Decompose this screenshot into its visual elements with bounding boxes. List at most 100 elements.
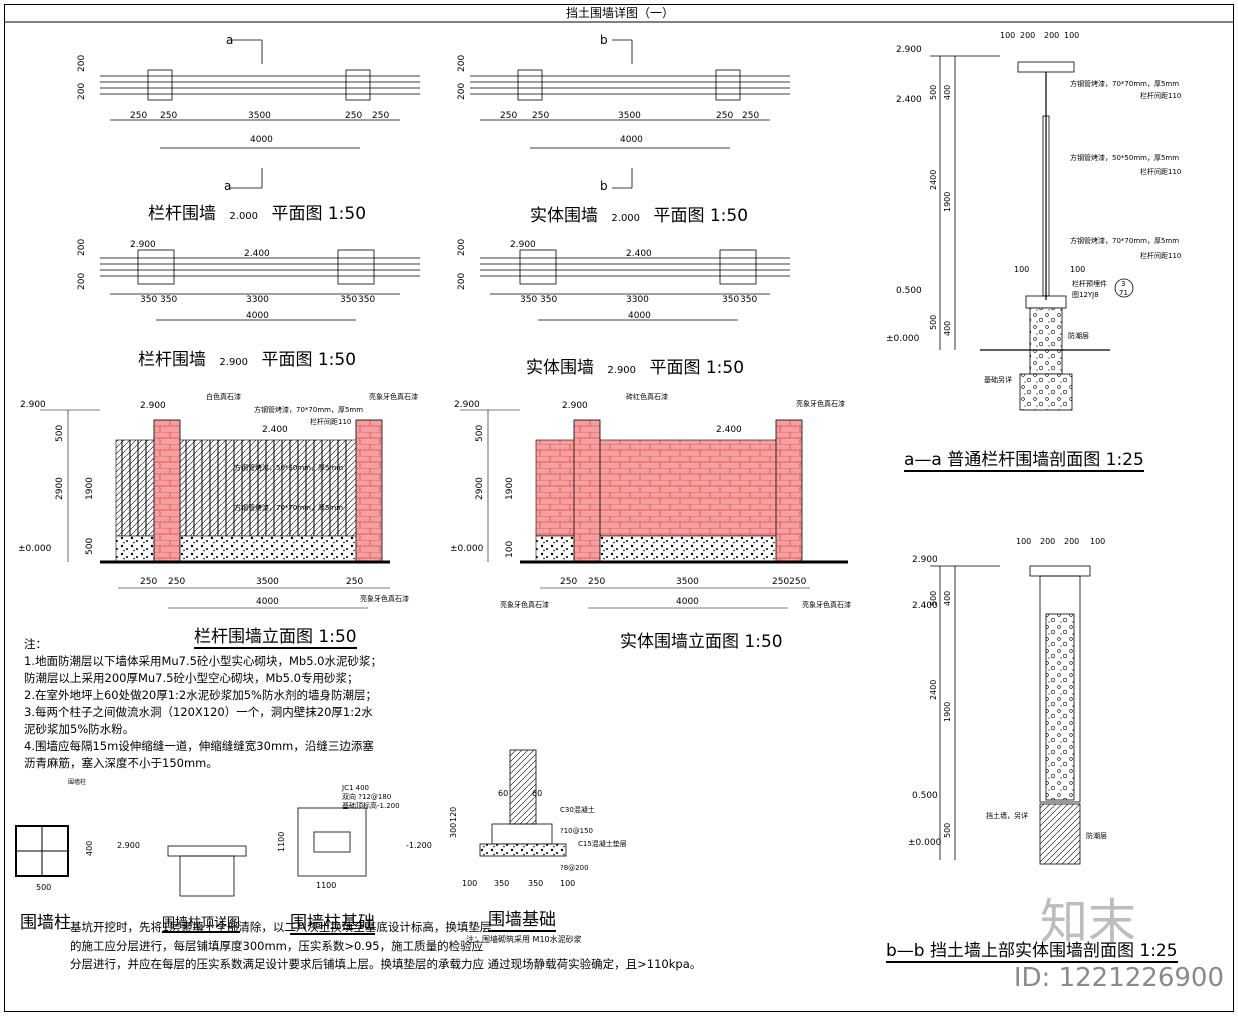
note-line: 2.在室外地坪上60处做20厚1:2水泥砂浆加5%防水剂的墙身防潮层； (24, 688, 377, 702)
dim-350: 350 (160, 295, 177, 305)
label-white-stone: 白色真石漆 (206, 392, 241, 401)
title-plan-c: 栏杆围墙 2.900 平面图 1:50 (138, 345, 356, 370)
label-col-spec: 围墙柱 (68, 778, 86, 786)
dim-400: 400 (943, 321, 952, 336)
label-rebar-8-200: ?8@200 (560, 864, 589, 872)
dim-250: 250 (140, 577, 157, 587)
dim-3500: 3500 (676, 577, 699, 587)
elevation-solid (460, 409, 848, 609)
label-rebar-10-150: ?10@150 (560, 827, 593, 835)
label-ivory-stone: 亮象牙色真石漆 (500, 600, 549, 609)
title-detail-cap: 围墙柱顶详图 (162, 912, 241, 933)
dim-4000: 4000 (256, 597, 279, 607)
section-bb (930, 565, 1091, 865)
label-ivory-stone: 亮象牙色真石漆 (796, 399, 845, 408)
section-mark-b-bot: b (600, 179, 608, 193)
note-line: 注： (24, 637, 47, 651)
title-plan-a-name: 平面图 1:50 (271, 204, 367, 224)
dim-1900: 1900 (85, 477, 95, 500)
dim-4000: 4000 (676, 597, 699, 607)
detail-ref-bot: 71 (1119, 289, 1128, 297)
dim-200: 200 (77, 83, 87, 100)
level-2400: 2.400 (626, 249, 652, 259)
dim-250: 250 (346, 577, 363, 587)
dim-250: 250 (588, 577, 605, 587)
sheet-title: 挡土围墙详图（一） (566, 5, 674, 20)
dim-500: 500 (943, 823, 952, 838)
title-section-bb: b—b 挡土墙上部实体围墙剖面图 1:25 (886, 936, 1178, 963)
title-plan-c-name: 平面图 1:50 (261, 350, 357, 370)
level-2900: 2.900 (20, 400, 46, 410)
dim-2400: 2400 (929, 680, 938, 700)
dim-250: 250 (160, 111, 177, 121)
dim-1100: 1100 (316, 881, 336, 890)
label-rail-spacing: 栏杆间距110 (1140, 167, 1181, 176)
dim-350: 350 (340, 295, 357, 305)
dim-100: 100 (1016, 537, 1031, 546)
title-detail-col: 围墙柱 (20, 908, 71, 933)
title-plan-b-label: 实体围墙 (530, 206, 598, 226)
level-0500: 0.500 (896, 286, 922, 296)
level-2400: 2.400 (912, 601, 938, 611)
dim-250: 250 (532, 111, 549, 121)
dim-1900: 1900 (505, 477, 515, 500)
detail-ref-top: 3 (1121, 280, 1125, 288)
title-plan-b-name: 平面图 1:50 (653, 206, 749, 226)
dim-1900: 1900 (943, 702, 952, 722)
dim-100: 100 (560, 879, 575, 888)
dim-350: 350 (358, 295, 375, 305)
dim-3300: 3300 (626, 295, 649, 305)
dim-350: 350 (520, 295, 537, 305)
dim-200: 200 (77, 55, 87, 72)
level-2900: 2.900 (117, 841, 140, 850)
dim-500: 500 (85, 538, 95, 555)
dim-350: 350 (528, 879, 543, 888)
detail-fdn (479, 749, 567, 857)
dim-2900: 2900 (475, 477, 485, 500)
label-embed: 栏杆预埋件 (1072, 279, 1107, 288)
title-elevation-a: 栏杆围墙立面图 1:50 (194, 622, 357, 649)
note-line: 3.每两个柱子之间做流水洞（120X120）一个，洞内壁抹20厚1:2水 (24, 705, 373, 719)
dim-2400: 2400 (929, 170, 938, 190)
dim-500: 500 (55, 425, 65, 442)
dim-200: 200 (457, 239, 467, 256)
label-jc1-rebar: 双向 ?12@180 (342, 792, 391, 801)
label-rail-7070: 方钢管烤漆，70*70mm，厚5mm (234, 503, 343, 512)
label-c30: C30混凝土 (560, 805, 595, 814)
level-m1200: -1.200 (406, 841, 432, 850)
title-plan-d-name: 平面图 1:50 (649, 358, 745, 378)
level-2400: 2.400 (244, 249, 270, 259)
dim-200: 200 (457, 273, 467, 290)
detail-colfdn (297, 807, 367, 877)
detail-ref-circle (1114, 278, 1134, 298)
dim-3300: 3300 (246, 295, 269, 305)
title-detail-fdn-text: 围墙基础 (488, 905, 556, 932)
label-rail-7070: 方钢管烤漆，70*70mm，厚5mm (254, 405, 363, 414)
title-elevation-b: 实体围墙立面图 1:50 (620, 627, 783, 652)
title-section-bb-text: b—b 挡土墙上部实体围墙剖面图 1:25 (886, 936, 1178, 963)
label-jc1: JC1 400 (341, 784, 369, 792)
dim-250: 250 (560, 577, 577, 587)
detail-column (15, 825, 69, 877)
label-rail-5050: 方钢管烤漆，50*50mm，厚5mm (234, 463, 343, 472)
dim-100: 100 (1000, 31, 1015, 40)
title-detail-colfdn-text: 围墙柱基础 (290, 908, 375, 935)
dim-500: 500 (929, 85, 938, 100)
level-0500: 0.500 (912, 791, 938, 801)
label-retain-other: 挡土墙，另详 (986, 811, 1028, 820)
title-detail-cap-text: 围墙柱顶详图 (162, 912, 241, 933)
dim-1100: 1100 (277, 832, 286, 852)
title-elevation-a-text: 栏杆围墙立面图 1:50 (194, 622, 357, 649)
dim-100: 100 (1090, 537, 1105, 546)
dim-250: 250 (130, 111, 147, 121)
label-rail-7070: 方钢管烤漆，70*70mm，厚5mm (1070, 236, 1179, 245)
title-plan-c-label: 栏杆围墙 (138, 350, 206, 370)
label-dpc: 防潮层 (1068, 331, 1089, 340)
dim-100: 100 (1064, 31, 1079, 40)
elevation-railing (40, 409, 390, 609)
label-rail-spacing: 栏杆间距110 (1140, 251, 1181, 260)
footer-line: 基坑开挖时，先将1层素填土全部清除，以二八灰土换填至基底设计标高，换填垫层 (70, 920, 492, 934)
dim-250: 250 (716, 111, 733, 121)
dim-100: 100 (462, 879, 477, 888)
dim-60: 60 (532, 789, 542, 798)
